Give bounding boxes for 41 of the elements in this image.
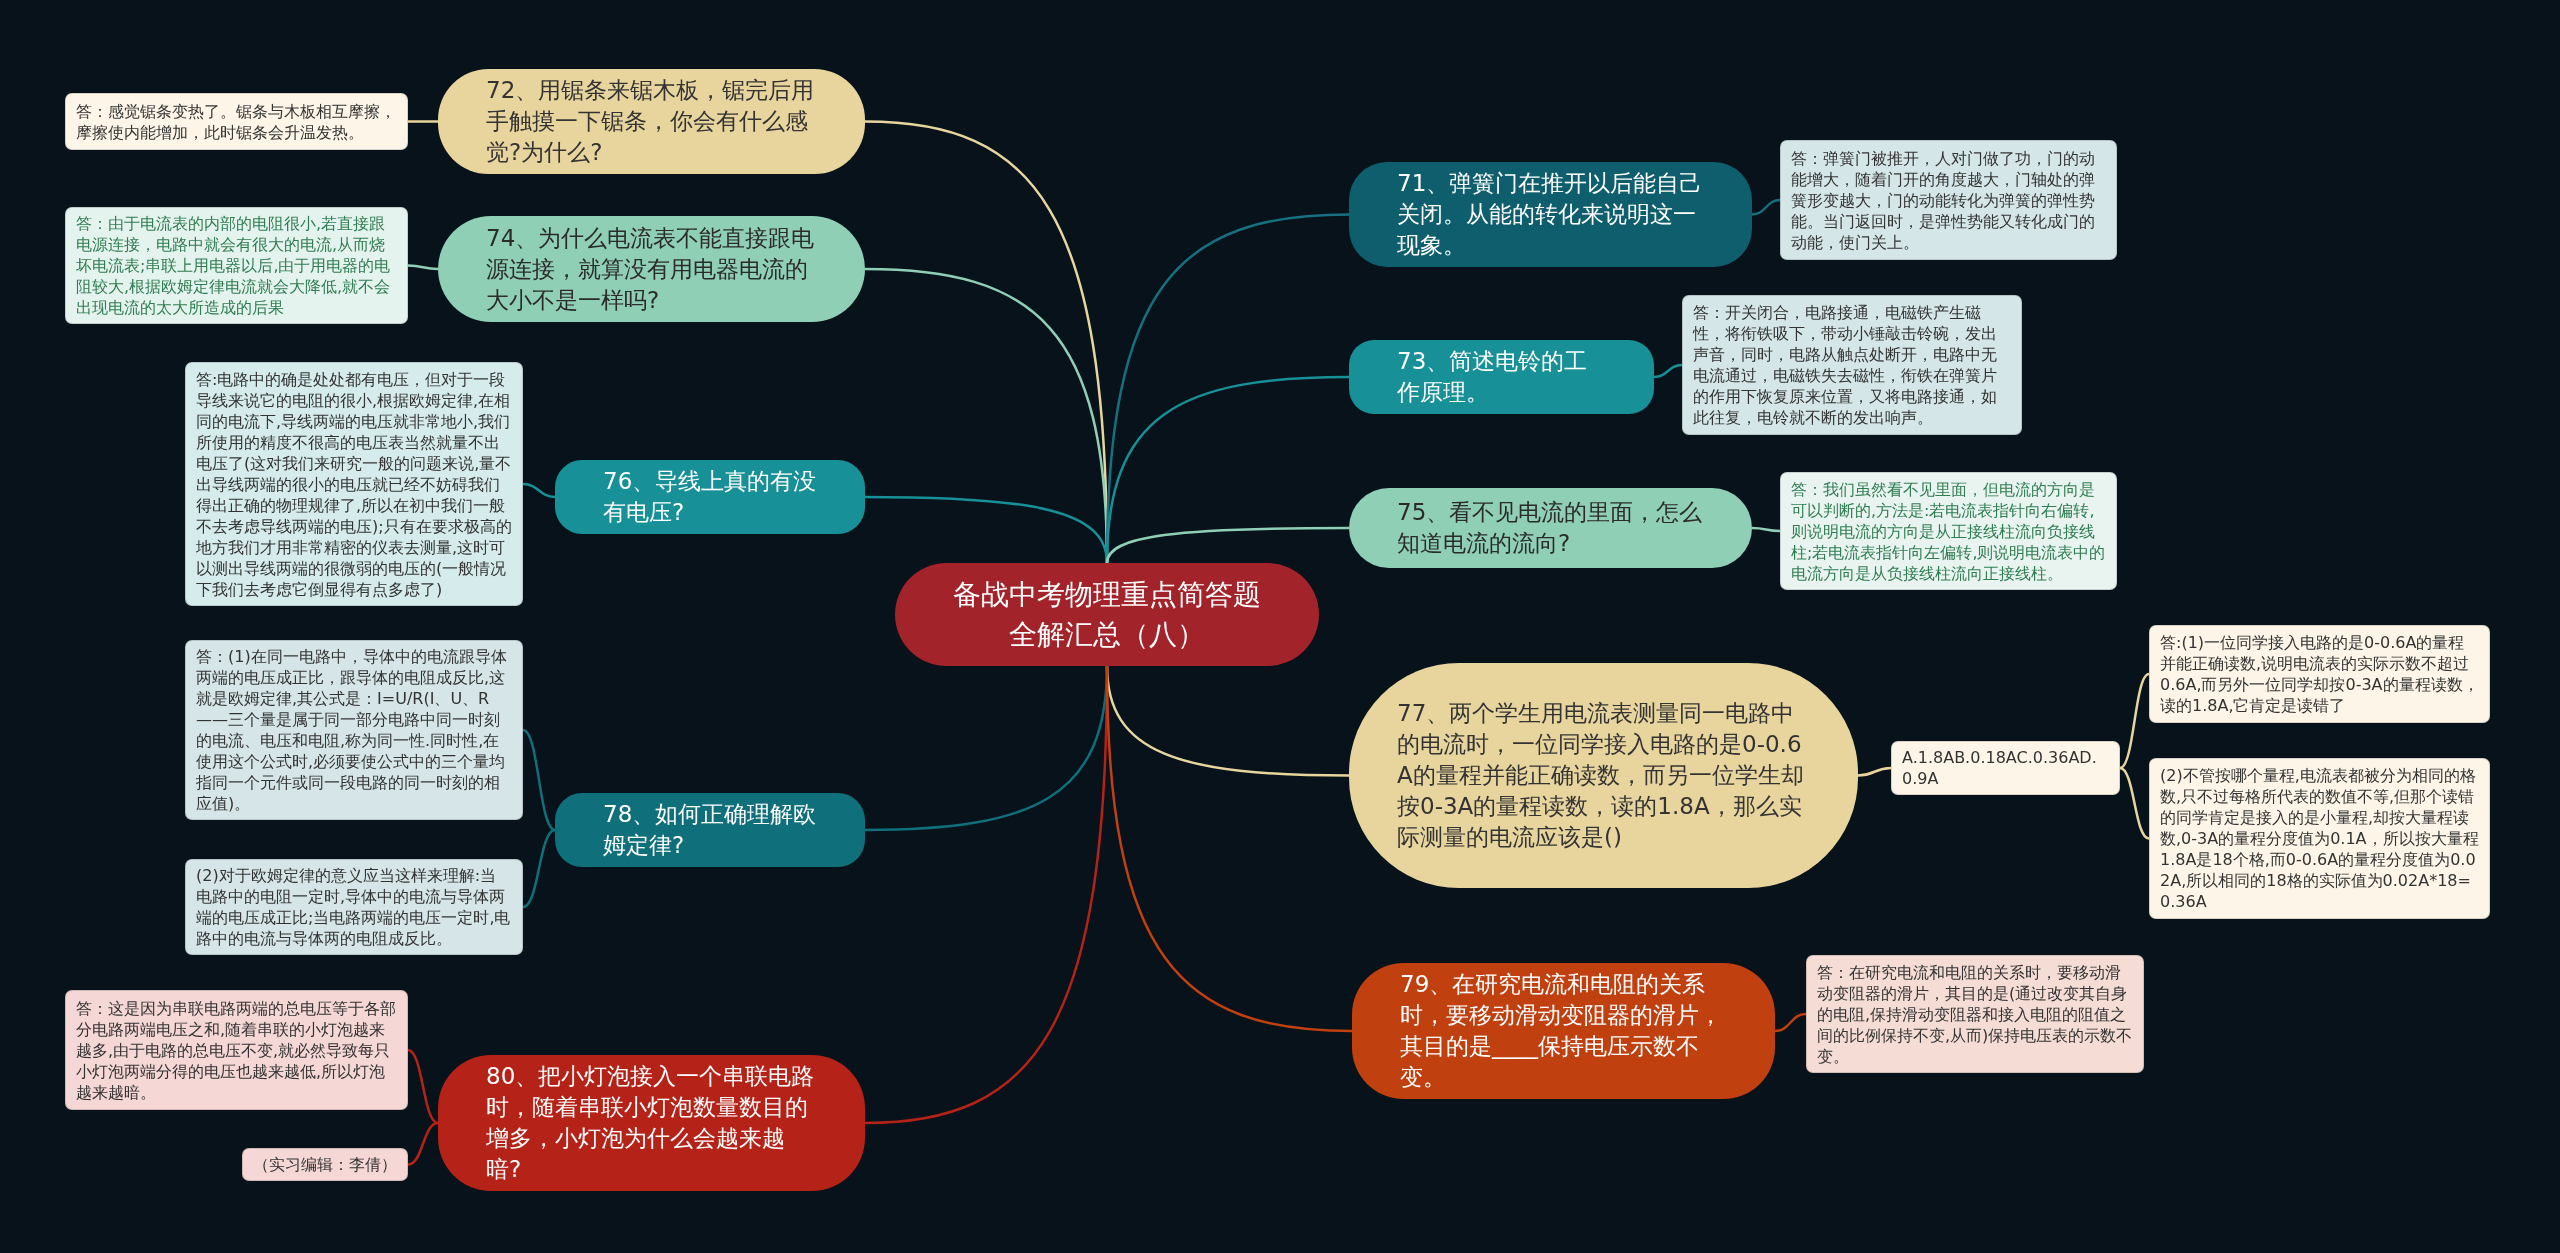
answer-card: 答：由于电流表的内部的电阻很小,若直接跟电源连接，电路中就会有很大的电流,从而烧坏电流表;串联上用电器以后,由于用电器的电阻较大,根据欧姆定律电流就会大降低,就不会出现电流的太大所造成的后果	[65, 207, 408, 324]
answer-card: A.1.8AB.0.18AC.0.36AD.0.9A	[1891, 741, 2120, 795]
question-bubble: 79、在研究电流和电阻的关系时，要移动滑动变阻器的滑片，其目的是____保持电压示数不变。	[1352, 963, 1775, 1099]
answer-card: 答：我们虽然看不见里面，但电流的方向是可以判断的,方法是:若电流表指针向右偏转,则说明电流的方向是从正接线柱流向负接线柱;若电流表指针向左偏转,则说明电流表中的电流方向是从负接线柱流向正接线柱。	[1780, 472, 2117, 590]
question-bubble: 78、如何正确理解欧姆定律?	[555, 793, 865, 867]
connector-line	[1105, 526, 1349, 564]
answer-card: 答：这是因为串联电路两端的总电压等于各部分电路两端电压之和,随着串联的小灯泡越来越多,由于电路的总电压不变,就必然导致每只小灯泡两端分得的电压也越来越低,所以灯泡越来越暗。	[65, 990, 408, 1110]
connector-line	[1857, 766, 1892, 777]
central-topic: 备战中考物理重点简答题全解汇总（八）	[895, 563, 1319, 666]
answer-card: 答：弹簧门被推开，人对门做了功，门的动能增大，随着门开的角度越大，门轴处的弹簧形变越大，门的动能转化为弹簧的弹性势能。当门返回时，是弹性势能又转化成门的动能，使门关上。	[1780, 140, 2117, 260]
answer-card: (2)不管按哪个量程,电流表都被分为相同的格数,只不过每格所代表的数值不等,但那个读错的同学肯定是接入的是小量程,却按大量程读数,0-3A的量程分度值为0.1A，所以按大量程1.8A是18个格,而0-0.6A的量程分度值为0.02A,所以相同的18格的实际值为0.02A*18=0.36A	[2149, 758, 2490, 919]
connector-line	[2119, 766, 2150, 840]
question-bubble: 71、弹簧门在推开以后能自己关闭。从能的转化来说明这一现象。	[1349, 162, 1752, 267]
answer-card: (2)对于欧姆定律的意义应当这样来理解:当电路中的电阻一定时,导体中的电流与导体两端的电压成正比;当电路两端的电压一定时,电路中的电流与导体两的电阻成反比。	[185, 859, 523, 955]
connector-line	[407, 1048, 439, 1125]
answer-card: 答：开关闭合，电路接通，电磁铁产生磁性，将衔铁吸下，带动小锤敲击铃碗，发出声音，同时，电路从触点处断开，电路中无电流通过，电磁铁失去磁性，衔铁在弹簧片的作用下恢复原来位置，又将电路接通，如此往复，电铃就不断的发出响声。	[1682, 295, 2022, 435]
question-bubble: 73、简述电铃的工作原理。	[1349, 340, 1654, 414]
connector-line	[1105, 665, 1353, 1033]
connector-line	[1774, 1012, 1807, 1033]
answer-card: 答:(1)一位同学接入电路的是0-0.6A的量程并能正确读数,说明电流表的实际示数不超过0.6A,而另外一位同学却按0-3A的量程读数，读的1.8A,它肯定是读错了	[2149, 625, 2490, 723]
connector-line	[1751, 526, 1781, 533]
answer-card: 答：在研究电流和电阻的关系时，要移动滑动变阻器的滑片，其目的是(通过改变其自身的电阻,保持滑动变阻器和接入电阻的阻值之间的比例保持不变,从而)保持电压表的示数不变。	[1806, 955, 2144, 1073]
connector-line	[1751, 198, 1781, 216]
answer-card: 答：感觉锯条变热了。锯条与木板相互摩擦，摩擦使内能增加，此时锯条会升温发热。	[65, 93, 408, 150]
connector-line	[407, 264, 439, 271]
connector-line	[522, 828, 556, 909]
question-bubble: 72、用锯条来锯木板，锯完后用手触摸一下锯条，你会有什么感觉?为什么?	[438, 69, 865, 174]
connector-line	[407, 1121, 439, 1166]
question-bubble: 75、看不见电流的里面，怎么知道电流的流向?	[1349, 488, 1752, 568]
connector-line	[2119, 672, 2150, 770]
answer-card: 答：(1)在同一电路中，导体中的电流跟导体两端的电压成正比，跟导体的电阻成反比,这就是欧姆定律,其公式是：I=U/R(I、U、R——三个量是属于同一部分电路中同一时刻的电流、电压和电阻,称为同一性.同时性,在使用这个公式时,必须要使公式中的三个量均指同一个元件或同一段电路的同一时刻的相应值)。	[185, 640, 523, 820]
question-bubble: 77、两个学生用电流表测量同一电路中的电流时，一位同学接入电路的是0-0.6A的量程并能正确读数，而另一位学生却按0-3A的量程读数，读的1.8A，那么实际测量的电流应该是()	[1349, 663, 1858, 888]
answer-card: 答:电路中的确是处处都有电压，但对于一段导线来说它的电阻的很小,根据欧姆定律,在相同的电流下,导线两端的电压就非常地小,我们所使用的精度不很高的电压表当然就量不出电压了(这对我们来研究一般的问题来说,量不出导线两端的很小的电压就已经不妨碍我们得出正确的物理规律了,所以在初中我们一般不去考虑导线两端的电压);只有在要求极高的地方我们才用非常精密的仪表去测量,这时可以测出导线两端的很微弱的电压的(一般情况下我们去考虑它倒显得有点多虑了)	[185, 362, 523, 606]
question-bubble: 74、为什么电流表不能直接跟电源连接，就算没有用电器电流的大小不是一样吗?	[438, 216, 865, 322]
connector-line	[522, 728, 556, 832]
question-bubble: 80、把小灯泡接入一个串联电路时，随着串联小灯泡数量数目的增多，小灯泡为什么会越来越暗?	[438, 1055, 865, 1191]
connector-line	[522, 482, 556, 499]
connector-line	[1653, 363, 1683, 379]
connector-line	[408, 120, 438, 123]
answer-card: （实习编辑：李倩）	[242, 1148, 408, 1181]
question-bubble: 76、导线上真的有没有电压?	[555, 460, 865, 534]
